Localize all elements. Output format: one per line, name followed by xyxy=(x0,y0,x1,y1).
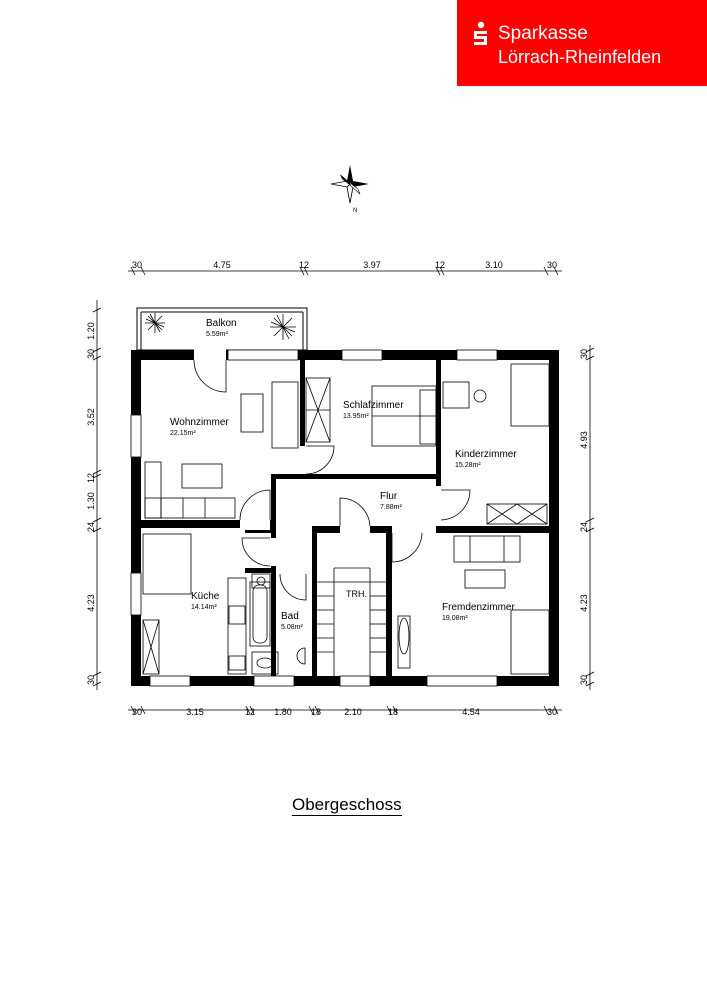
room-name-fremdenzimmer: Fremdenzimmer xyxy=(442,602,515,613)
dim-right-4: 4.23 xyxy=(579,594,589,612)
room-name-flur: Flur xyxy=(380,491,398,502)
dim-bottom-7: 18 xyxy=(388,707,398,717)
sparkasse-logo-icon xyxy=(474,21,487,45)
dim-bottom-1: 30 xyxy=(132,707,142,717)
brand-name: Sparkasse xyxy=(498,23,588,44)
dim-right-5: 30 xyxy=(579,675,589,685)
interior-walls xyxy=(141,350,549,676)
room-name-bad: Bad xyxy=(281,611,299,622)
dim-top-6: 3.10 xyxy=(485,260,503,270)
dim-top-5: 12 xyxy=(435,260,445,270)
room-area-kueche: 14.14m² xyxy=(191,604,217,611)
room-name-kueche: Küche xyxy=(191,591,220,602)
brand-header: Sparkasse Lörrach-Rheinfelden xyxy=(457,0,707,86)
dim-left-8: 30 xyxy=(86,675,96,685)
compass-rose-icon: N xyxy=(330,165,369,214)
dim-left-2: 30 xyxy=(86,349,96,359)
room-area-flur: 7.88m² xyxy=(380,504,402,511)
plant-icon xyxy=(145,313,165,333)
dim-top-3: 12 xyxy=(299,260,309,270)
dim-bottom-4: 1.80 xyxy=(274,707,292,717)
furniture xyxy=(142,363,550,676)
room-name-treppenhaus: TRH. xyxy=(346,589,367,599)
compass-north-label: N xyxy=(353,208,357,214)
dim-bottom-3: 12 xyxy=(245,707,255,717)
room-name-balkon: Balkon xyxy=(206,318,237,329)
dim-right-2: 4.93 xyxy=(579,431,589,449)
dim-bottom-2: 3.15 xyxy=(186,707,204,717)
dim-top-4: 3.97 xyxy=(363,260,381,270)
room-area-kinderzimmer: 15.28m² xyxy=(455,462,481,469)
dim-left-4: 12 xyxy=(86,473,96,483)
dim-left-7: 4.23 xyxy=(86,594,96,612)
plant-icon xyxy=(270,314,296,340)
room-area-fremdenzimmer: 19.08m² xyxy=(442,615,468,622)
dim-bottom-5: 18 xyxy=(311,707,321,717)
brand-region: Lörrach-Rheinfelden xyxy=(498,47,662,67)
room-area-balkon: 5.59m² xyxy=(206,331,228,338)
dim-left-3: 3.52 xyxy=(86,408,96,426)
room-area-wohnzimmer: 22.15m² xyxy=(170,430,196,437)
room-area-schlafzimmer: 13.95m² xyxy=(343,413,369,420)
room-name-wohnzimmer: Wohnzimmer xyxy=(170,417,229,428)
floor-title: Obergeschoss xyxy=(292,795,402,816)
dim-left-6: 24 xyxy=(86,522,96,532)
dim-bottom-8: 4.54 xyxy=(462,707,480,717)
room-name-kinderzimmer: Kinderzimmer xyxy=(455,449,517,460)
dim-bottom-6: 2.10 xyxy=(344,707,362,717)
dim-right-1: 30 xyxy=(579,349,589,359)
dim-left-1: 1.20 xyxy=(86,322,96,340)
dim-top-7: 30 xyxy=(547,260,557,270)
room-name-schlafzimmer: Schlafzimmer xyxy=(343,400,404,411)
dim-left-5: 1.30 xyxy=(86,492,96,510)
room-area-bad: 5.08m² xyxy=(281,624,303,631)
dim-top-1: 30 xyxy=(132,260,142,270)
dim-right-3: 24 xyxy=(579,522,589,532)
dim-top-2: 4.75 xyxy=(213,260,231,270)
dim-bottom-9: 30 xyxy=(547,707,557,717)
